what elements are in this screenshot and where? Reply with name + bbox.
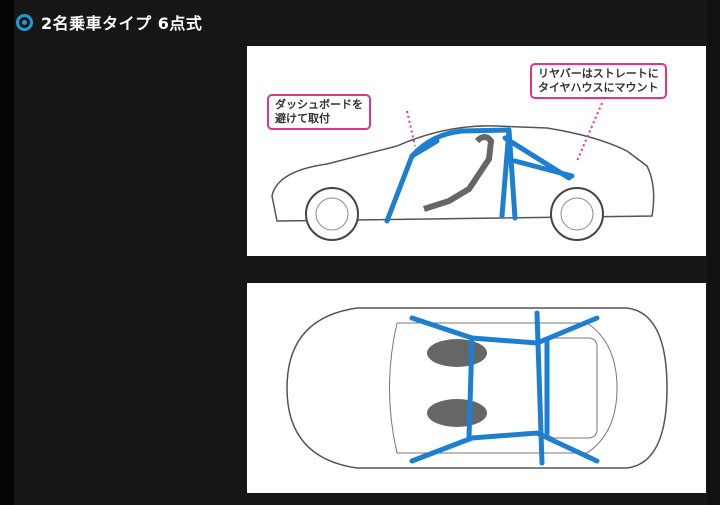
left-border [0, 0, 14, 505]
callout-line: ダッシュボードを [275, 98, 363, 111]
callout-line: リヤバーはストレートに [538, 67, 659, 80]
car-side-illustration [271, 102, 655, 241]
callout-line: タイヤハウスにマウント [538, 81, 659, 94]
right-border [707, 0, 720, 505]
callout-dashboard: ダッシュボードを 避けて取付 [267, 94, 371, 130]
car-top-illustration [286, 307, 668, 469]
side-view-diagram: ダッシュボードを 避けて取付 リヤバーはストレートに タイヤハウスにマウント [247, 46, 706, 256]
callout-rear-bar: リヤバーはストレートに タイヤハウスにマウント [530, 63, 667, 99]
section-heading: 2名乗車タイプ 6点式 [16, 10, 202, 34]
top-view-diagram [247, 283, 706, 493]
radio-selected-icon[interactable] [16, 13, 33, 31]
callout-line: 避けて取付 [275, 112, 330, 125]
section-title: 2名乗車タイプ 6点式 [41, 14, 203, 33]
